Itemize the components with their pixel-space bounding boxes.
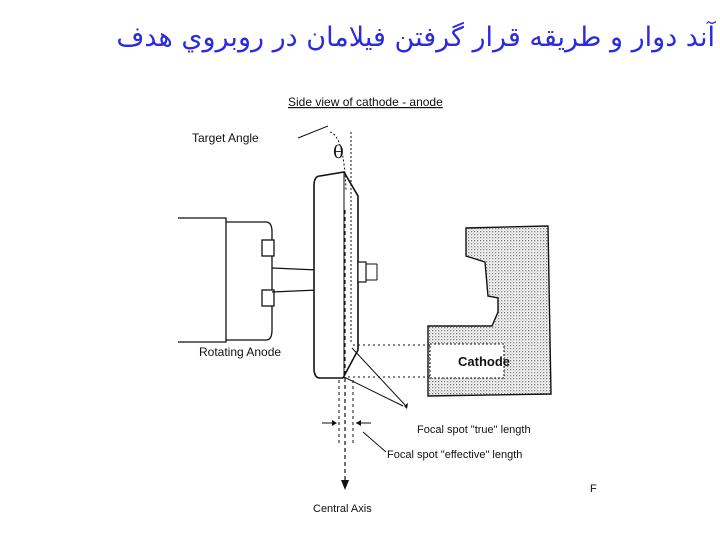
cathode-label: Cathode bbox=[458, 354, 510, 369]
rotating-anode-disc bbox=[313, 171, 359, 379]
focal-true-leaders bbox=[343, 347, 406, 407]
diagram-heading: Side view of cathode - anode bbox=[288, 95, 443, 109]
target-angle-arc bbox=[329, 131, 347, 191]
slide-title: آند دوار و طريقه قرار گرفتن فيلامان در ر… bbox=[116, 22, 715, 53]
electron-beam-lines bbox=[345, 344, 430, 378]
filament-cup bbox=[429, 343, 505, 379]
edge-mark-label: F bbox=[590, 483, 597, 495]
rotating-anode-label: Rotating Anode bbox=[199, 345, 281, 359]
focal-effective-leader bbox=[362, 431, 387, 453]
focal-true-label: Focal spot "true" length bbox=[417, 424, 531, 436]
rotor-assembly bbox=[178, 217, 319, 343]
target-angle-label: Target Angle bbox=[192, 131, 259, 145]
central-axis-label: Central Axis bbox=[313, 503, 372, 515]
theta-symbol: θ bbox=[333, 142, 344, 163]
central-axis-arrow bbox=[341, 480, 349, 490]
anode-stem bbox=[357, 261, 367, 283]
focal-effective-label: Focal spot "effective" length bbox=[387, 449, 522, 461]
target-angle-leader bbox=[297, 125, 329, 139]
